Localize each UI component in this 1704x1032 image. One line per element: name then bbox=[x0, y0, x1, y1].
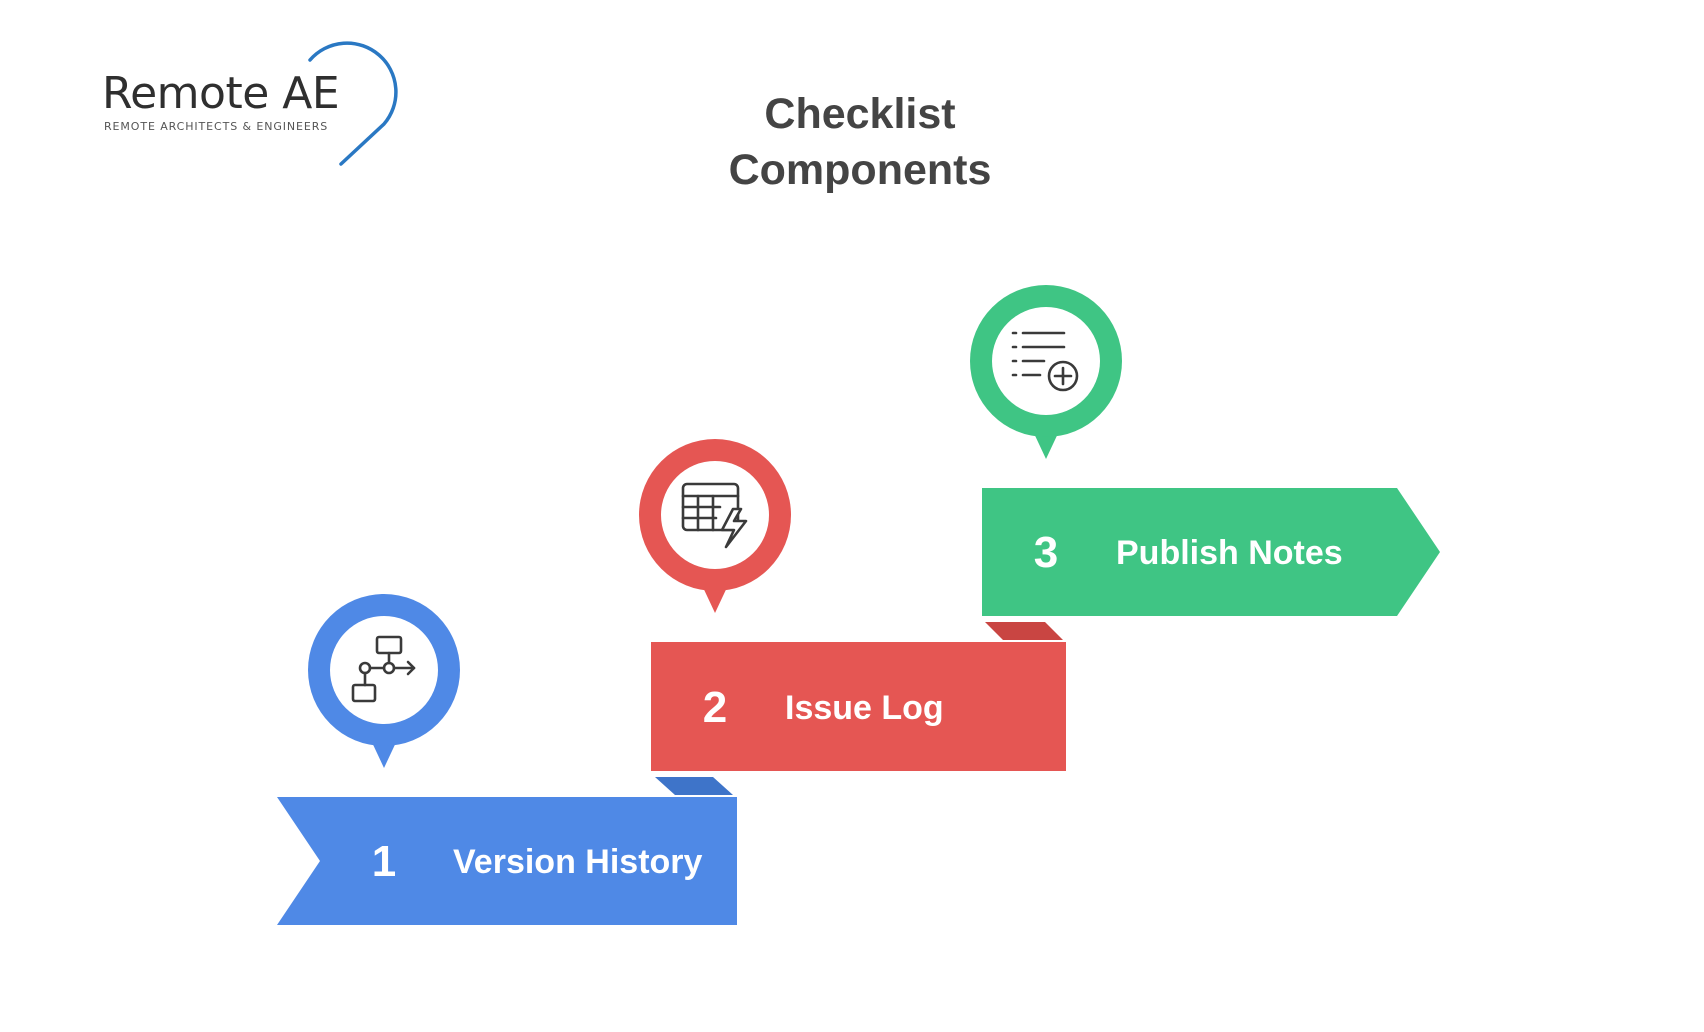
location-pin-icon bbox=[308, 41, 398, 166]
logo-name: Remote AE bbox=[102, 68, 340, 119]
step-1-label: Version History bbox=[453, 843, 703, 881]
step-2-fold bbox=[985, 622, 1063, 640]
logo-tagline: REMOTE ARCHITECTS & ENGINEERS bbox=[104, 120, 329, 133]
step-3-ribbon bbox=[982, 488, 1440, 616]
title-line-2: Components bbox=[728, 146, 992, 194]
logo: Remote AE REMOTE ARCHITECTS & ENGINEERS bbox=[96, 38, 406, 178]
step-2-label: Issue Log bbox=[785, 689, 944, 727]
table-lightning-icon bbox=[681, 482, 748, 549]
flowchart-icon bbox=[351, 635, 416, 703]
step-3-label: Publish Notes bbox=[1116, 534, 1343, 572]
step-2-number: 2 bbox=[703, 683, 727, 732]
step-3-number: 3 bbox=[1034, 528, 1058, 577]
step-1-pin bbox=[308, 594, 460, 768]
step-3-pin bbox=[970, 285, 1122, 459]
title-line-1: Checklist bbox=[764, 90, 956, 138]
step-1: 1 Version History bbox=[277, 594, 737, 925]
step-2-ribbon bbox=[651, 642, 1066, 771]
page-title: Checklist Components bbox=[620, 86, 1100, 198]
step-1-ribbon bbox=[277, 797, 737, 925]
step-2-pin bbox=[639, 439, 791, 613]
step-1-number: 1 bbox=[372, 837, 396, 886]
list-add-icon bbox=[1011, 331, 1079, 392]
step-1-fold bbox=[655, 777, 733, 795]
step-3: 3 Publish Notes bbox=[970, 285, 1440, 616]
step-2: 2 Issue Log bbox=[639, 439, 1066, 771]
